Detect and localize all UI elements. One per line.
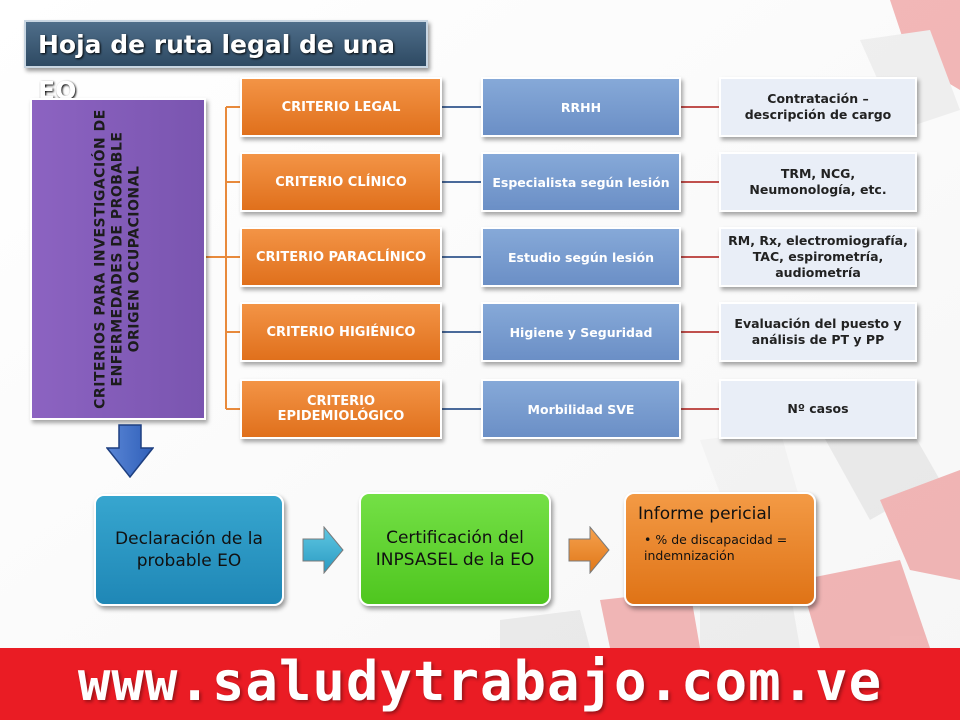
- detail-epidemiologico: Nº casos: [719, 379, 917, 439]
- main-criteria-box: CRITERIOS PARA INVESTIGACIÓN DE ENFERMED…: [30, 98, 206, 420]
- informe-bullet-text: % de discapacidad = indemnización: [644, 532, 788, 563]
- detail-higienico: Evaluación del puesto y análisis de PT y…: [719, 302, 917, 362]
- criterion-clinico: CRITERIO CLÍNICO: [240, 152, 442, 212]
- flow-step-informe: Informe pericial • % de discapacidad = i…: [624, 492, 816, 606]
- informe-bullet: • % de discapacidad = indemnización: [644, 532, 788, 563]
- down-arrow-icon: [106, 424, 154, 478]
- detail-clinico: TRM, NCG, Neumonología, etc.: [719, 152, 917, 212]
- right-arrow-icon: [568, 526, 610, 574]
- informe-title: Informe pericial: [638, 504, 772, 524]
- method-higienico: Higiene y Seguridad: [481, 302, 681, 362]
- flow-step-certificacion: Certificación del INPSASEL de la EO: [359, 492, 551, 606]
- criterion-legal: CRITERIO LEGAL: [240, 77, 442, 137]
- page-title: Hoja de ruta legal de una EO: [24, 20, 428, 105]
- footer-bar: [0, 648, 960, 720]
- method-legal: RRHH: [481, 77, 681, 137]
- method-clinico: Especialista según lesión: [481, 152, 681, 212]
- method-epidemiologico: Morbilidad SVE: [481, 379, 681, 439]
- criterion-paraclinico: CRITERIO PARACLÍNICO: [240, 227, 442, 287]
- detail-legal: Contratación – descripción de cargo: [719, 77, 917, 137]
- right-arrow-icon: [302, 526, 344, 574]
- method-paraclinico: Estudio según lesión: [481, 227, 681, 287]
- main-criteria-label: CRITERIOS PARA INVESTIGACIÓN DE ENFERMED…: [92, 109, 143, 409]
- footer-url: www.saludytrabajo.com.ve: [77, 650, 883, 713]
- flow-step-declaracion: Declaración de la probable EO: [94, 494, 284, 606]
- criterion-higienico: CRITERIO HIGIÉNICO: [240, 302, 442, 362]
- criterion-epidemiologico: CRITERIO EPIDEMIOLÓGICO: [240, 379, 442, 439]
- detail-paraclinico: RM, Rx, electromiografía, TAC, espiromet…: [719, 227, 917, 287]
